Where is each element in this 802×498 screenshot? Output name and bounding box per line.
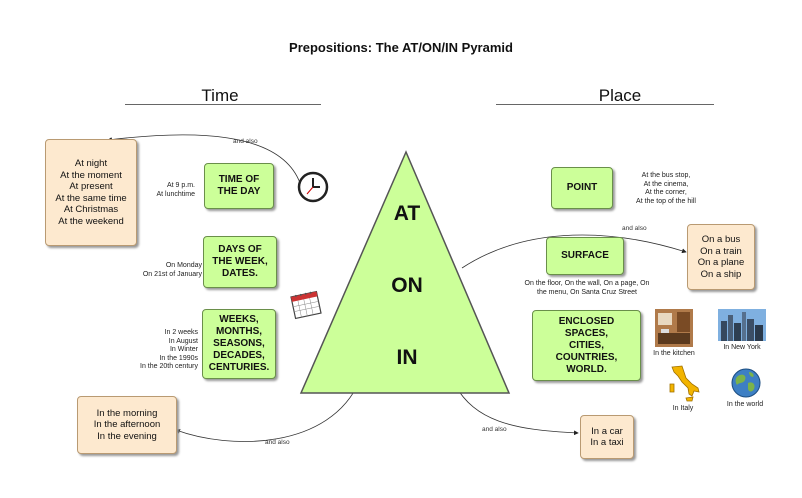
and-also-label-top-left: and also <box>233 138 258 145</box>
pyramid-label-on: ON <box>391 274 423 297</box>
italy-map-icon <box>669 365 700 402</box>
time-at-examples-box: At night At the moment At present At the… <box>45 139 137 246</box>
new-york-photo <box>718 309 766 341</box>
heading-time-rule <box>125 104 321 105</box>
time-on-category: DAYS OF THE WEEK, DATES. <box>203 236 277 288</box>
place-in-examples-box: In a car In a taxi <box>580 415 634 459</box>
place-at-category: POINT <box>551 167 613 209</box>
globe-icon <box>731 368 761 398</box>
place-at-note: At the bus stop, At the cinema, At the c… <box>636 172 696 205</box>
time-in-category: WEEKS, MONTHS, SEASONS, DECADES, CENTURI… <box>202 309 276 379</box>
time-at-note: At 9 p.m. At lunchtime <box>156 182 195 198</box>
heading-place: Place <box>598 86 642 105</box>
heading-place-rule <box>496 104 714 105</box>
place-on-note: On the floor, On the wall, On a page, On… <box>524 280 650 296</box>
diagram-title: Prepositions: The AT/ON/IN Pyramid <box>289 40 513 55</box>
pyramid-label-at: AT <box>393 202 421 225</box>
pyramid-triangle <box>299 150 511 394</box>
pyramid-label-in: IN <box>396 346 418 369</box>
and-also-label-bottom-right: and also <box>482 426 507 433</box>
time-at-category: TIME OF THE DAY <box>204 163 274 209</box>
connector-place-on <box>461 234 687 269</box>
caption-italy: In Italy <box>672 405 694 412</box>
connector-time-in <box>175 379 361 442</box>
caption-kitchen: In the kitchen <box>653 350 695 357</box>
time-in-note: In 2 weeks In August In Winter In the 19… <box>140 329 198 370</box>
and-also-label-bottom-left: and also <box>265 439 290 446</box>
connector-time-at <box>107 134 301 184</box>
place-on-examples-box: On a bus On a train On a plane On a ship <box>687 224 755 290</box>
connector-place-in <box>454 384 579 436</box>
time-in-examples-box: In the morning In the afternoon In the e… <box>77 396 177 454</box>
kitchen-photo <box>655 309 693 347</box>
time-on-note: On Monday On 21st of January <box>142 262 202 278</box>
and-also-label-right: and also <box>622 225 647 232</box>
place-on-category: SURFACE <box>546 237 624 275</box>
calendar-icon <box>290 290 322 320</box>
place-in-category: ENCLOSED SPACES, CITIES, COUNTRIES, WORL… <box>532 310 641 381</box>
caption-new-york: In New York <box>723 344 761 351</box>
heading-time: Time <box>201 86 239 105</box>
clock-icon <box>297 171 329 203</box>
caption-world: In the world <box>726 401 764 408</box>
